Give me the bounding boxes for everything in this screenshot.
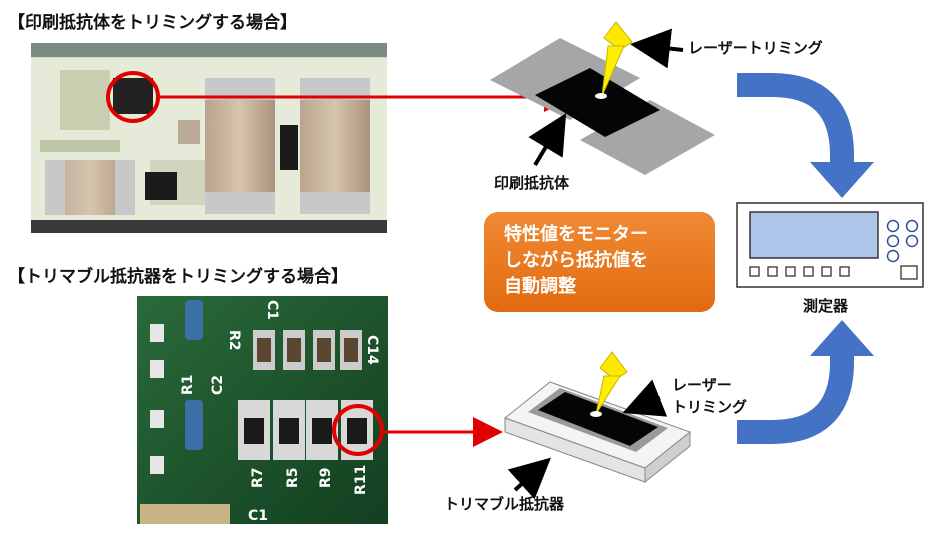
arrow-laser-top (630, 28, 684, 69)
auto-adjust-callout: 特性値をモニター しながら抵抗値を 自動調整 (484, 212, 715, 312)
pcb-label-c14: C14 (364, 335, 380, 365)
callout-line-1: 特性値をモニター (504, 224, 648, 245)
pcb-label-r11: R11 (353, 465, 369, 495)
label-laser-trimming-bottom-1: レーザー (672, 376, 732, 394)
trimmable-resistor-photo: R2 C1 C14 R1 C2 R7 R5 R9 R11 C1 (137, 296, 388, 524)
pcb-label-r7: R7 (250, 467, 266, 488)
arrow-trimmable-resistor (507, 457, 551, 500)
pcb-label-r9: R9 (318, 467, 334, 488)
pcb-label-r1: R1 (180, 374, 196, 395)
printed-resistor-illustration (490, 21, 715, 175)
pcb-label-r5: R5 (285, 467, 301, 488)
label-laser-trimming-bottom-2: トリミング (672, 398, 748, 416)
printed-resistor-photo (31, 43, 387, 233)
flow-arrow-bottom-head (810, 320, 874, 356)
arrow-laser-bottom (622, 379, 668, 417)
heading-trimmable-resistor: 【トリマブル抵抗器をトリミングする場合】 (8, 267, 348, 287)
printed-resistor-component (113, 78, 153, 114)
label-printed-resistor: 印刷抵抗体 (494, 174, 570, 192)
label-laser-trimming-top: レーザートリミング (688, 39, 823, 57)
pcb-label-c1-top: C1 (264, 300, 280, 320)
pcb-label-r2: R2 (226, 330, 242, 351)
flow-arrow-bottom-shaft (737, 352, 854, 444)
heading-printed-resistor: 【印刷抵抗体をトリミングする場合】 (8, 13, 297, 33)
instrument-display (749, 211, 879, 259)
trimmable-resistor-illustration (503, 351, 692, 484)
callout-line-3: 自動調整 (504, 276, 576, 297)
highlight-circle-trimmable (332, 404, 384, 456)
pcb-label-c1-bottom: C1 (248, 508, 268, 524)
label-trimmable-resistor: トリマブル抵抗器 (444, 495, 565, 513)
arrow-printed-resistor (528, 113, 567, 167)
flow-arrow-top-shaft (737, 73, 854, 165)
measuring-instrument (736, 202, 924, 288)
pcb-label-c2: C2 (210, 375, 226, 395)
label-measuring-instrument: 測定器 (803, 297, 849, 315)
flow-arrow-top-head (810, 162, 874, 198)
callout-line-2: しながら抵抗値を (504, 250, 648, 271)
